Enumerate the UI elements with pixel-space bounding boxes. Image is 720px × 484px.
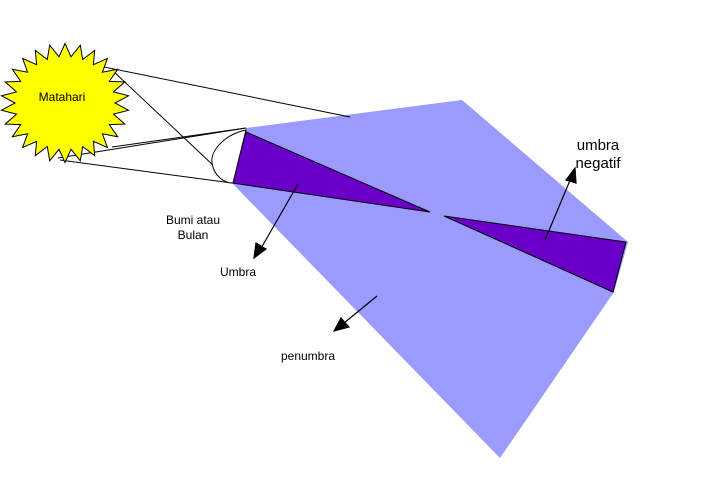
ray-lower-cross (111, 127, 247, 148)
ray-upper-outer (59, 57, 351, 118)
penumbra-label: penumbra (281, 349, 335, 363)
sun-label: Matahari (39, 90, 86, 104)
ray-bottom (59, 159, 233, 184)
negative-umbra-cone (443, 215, 627, 293)
negative-umbra-arrow-line (544, 177, 572, 241)
umbra-arrowhead (253, 242, 268, 260)
umbra-arrow-line (259, 183, 299, 251)
arrows (253, 166, 577, 332)
penumbra-arrow-line (343, 295, 378, 324)
body-label-line2: Bulan (178, 228, 209, 242)
negative-umbra-arrowhead (565, 166, 577, 184)
negative-umbra-label-line2: negatif (575, 155, 621, 172)
sun-icon (0, 42, 130, 164)
penumbra-arrowhead (332, 316, 351, 332)
ray-lower-outer (57, 127, 247, 159)
earth-or-moon-body (211, 129, 247, 184)
body-label-line1: Bumi atau (166, 213, 220, 227)
negative-umbra-label-line1: umbra (577, 137, 620, 154)
umbra-label: Umbra (220, 265, 256, 279)
